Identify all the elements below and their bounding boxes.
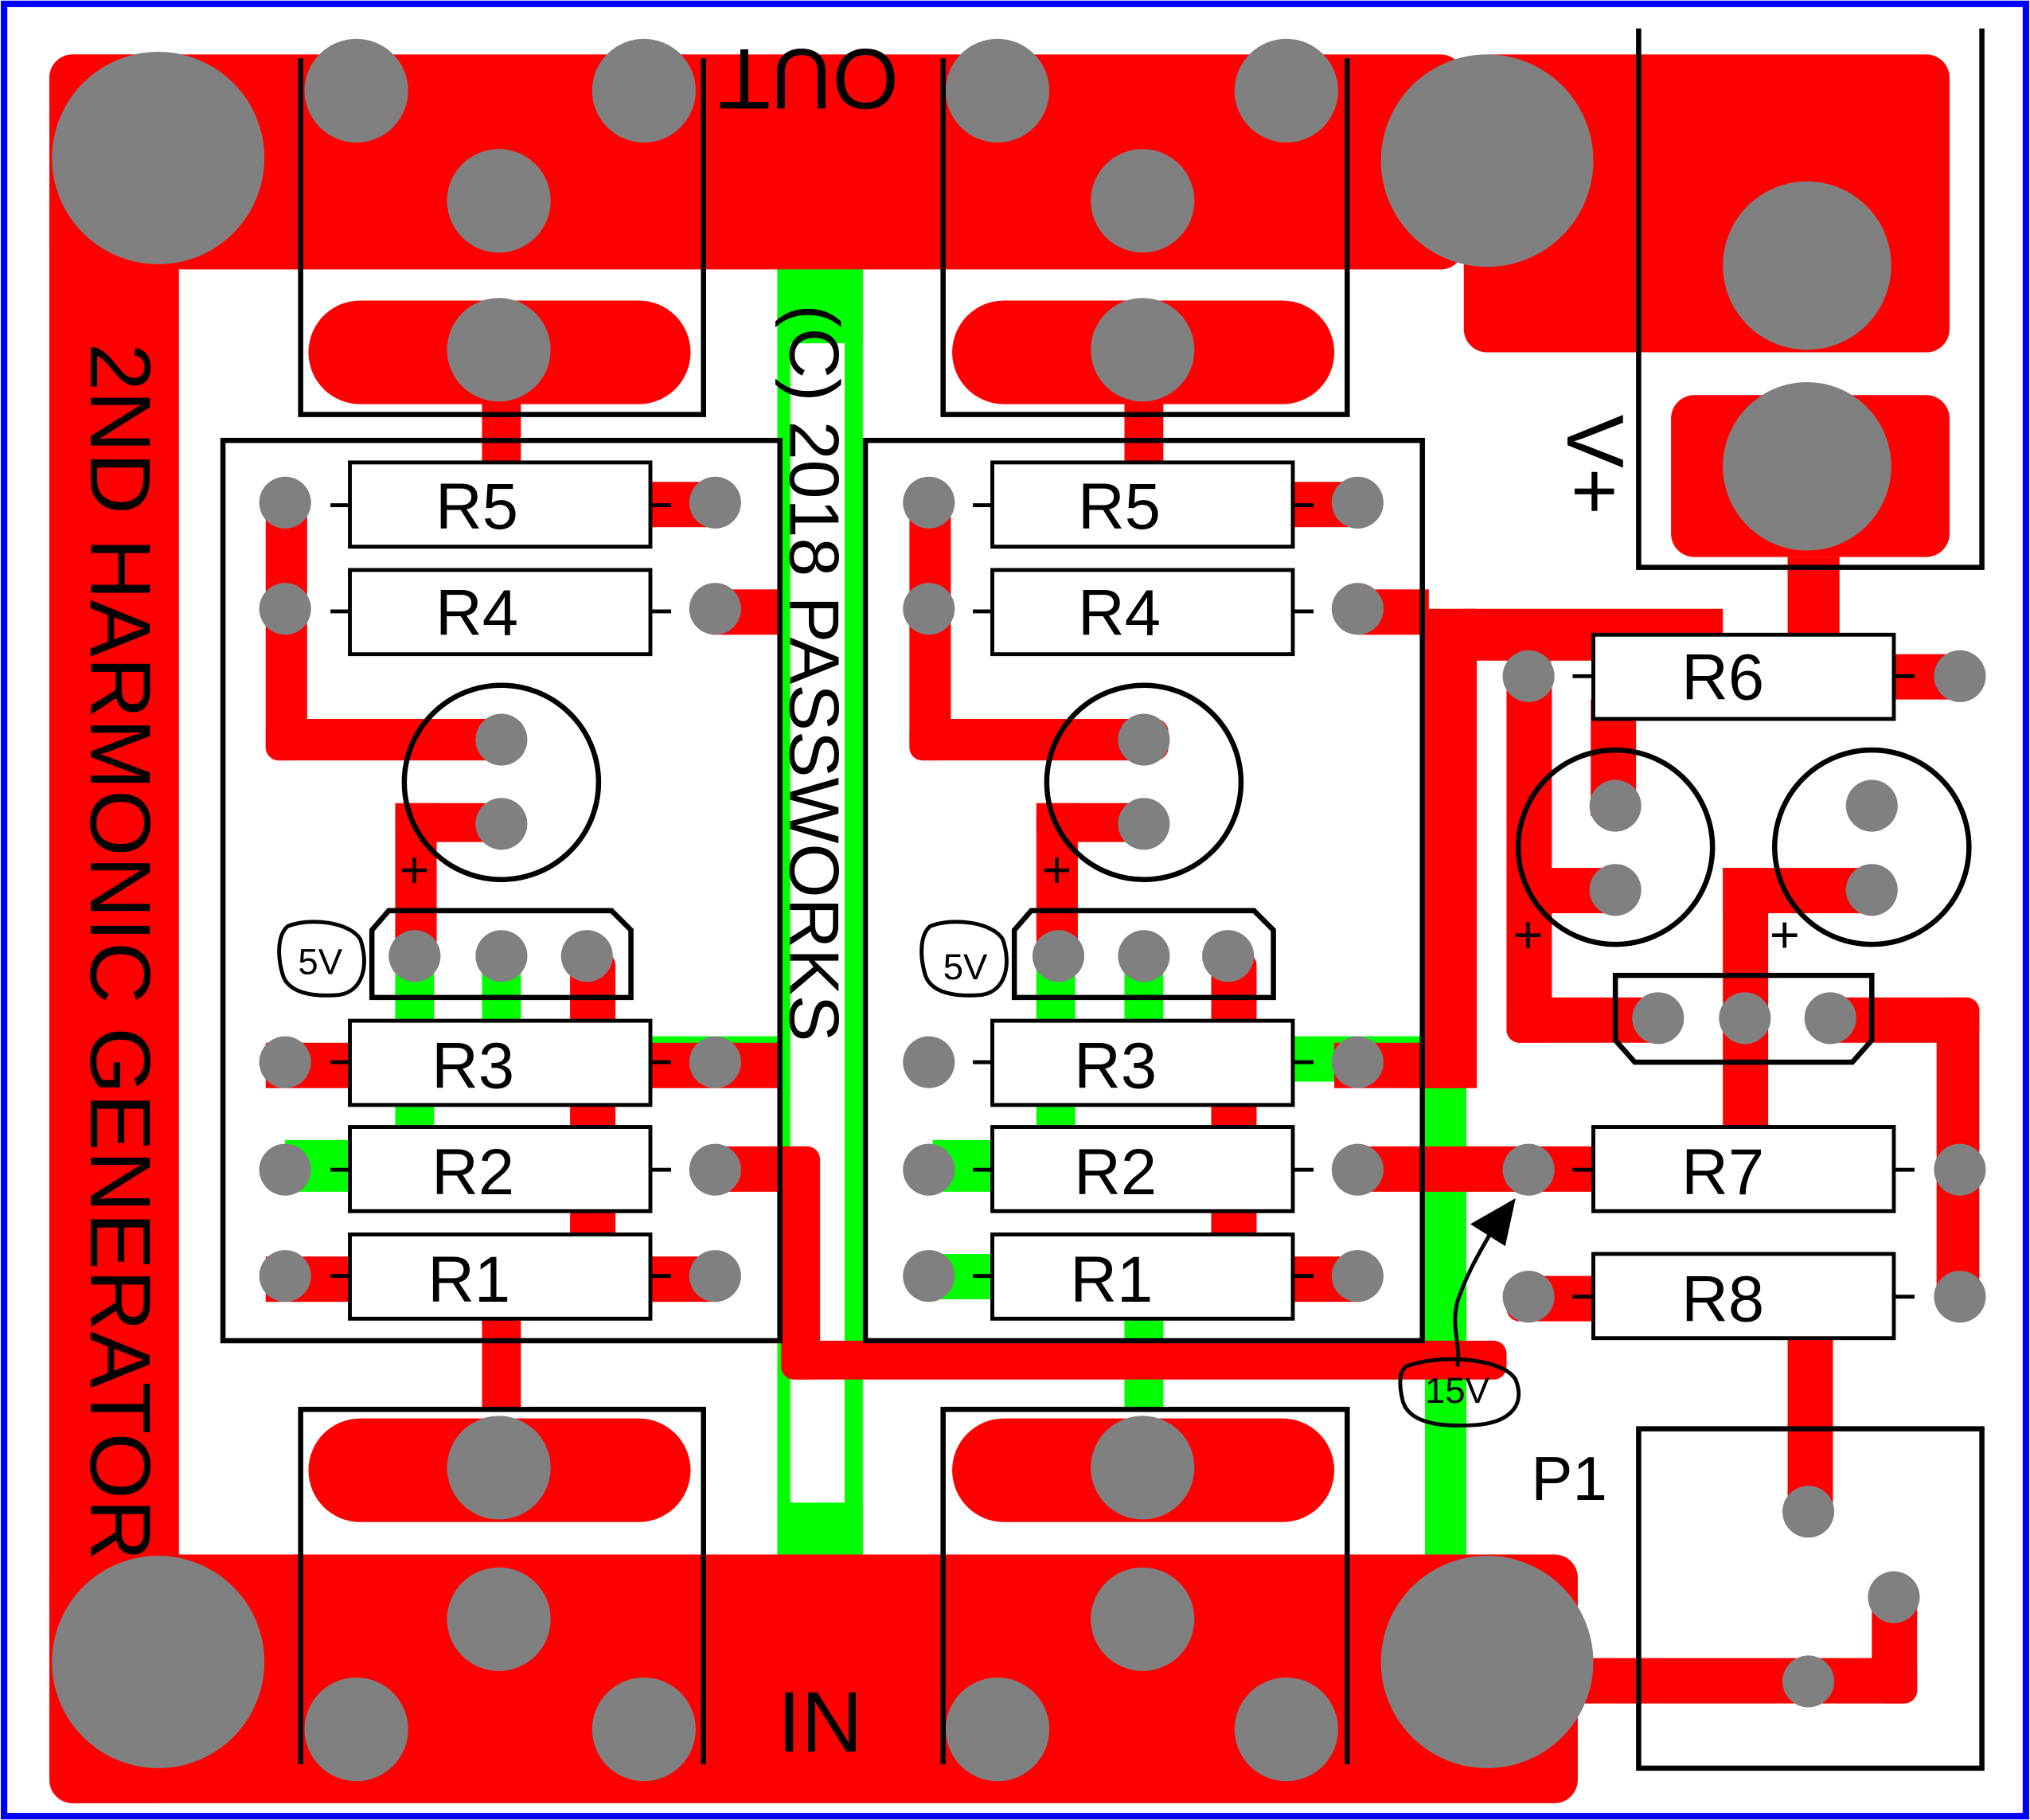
resistor-label-r2: R2 xyxy=(431,1136,514,1209)
pad-icon xyxy=(1380,1556,1594,1768)
resistor-label-r1: R1 xyxy=(427,1244,510,1316)
resistor-label-r1: R1 xyxy=(1070,1244,1153,1316)
capacitor-icon xyxy=(1515,747,1716,947)
resistor-leads xyxy=(330,503,1915,1299)
voltage-note-5v: 5V xyxy=(943,947,988,987)
resistor-label-r2: R2 xyxy=(1074,1136,1157,1209)
in-label: IN xyxy=(777,1674,862,1770)
resistor-label-r6: R6 xyxy=(1681,642,1764,714)
jack-icon xyxy=(298,58,706,417)
pot-label: P1 xyxy=(1531,1443,1607,1513)
jack-icon xyxy=(298,1406,706,1765)
silkscreen xyxy=(220,28,1985,1771)
pads xyxy=(52,38,1986,1782)
resistor-label-r3: R3 xyxy=(1074,1030,1157,1103)
capacitor-icon xyxy=(1044,682,1244,883)
resistor-label-r3: R3 xyxy=(431,1030,514,1103)
cap-polarity-mark: + xyxy=(1513,905,1544,963)
power-label: V+ xyxy=(1550,415,1639,515)
capacitor-icon xyxy=(401,682,602,883)
resistor-label-r5: R5 xyxy=(435,471,518,543)
copyright-text: (C) 2018 PASSWORKS xyxy=(775,304,854,1041)
capacitor-icon xyxy=(1772,747,1972,947)
cap-polarity-mark: + xyxy=(399,841,429,899)
arrow-icon xyxy=(1470,1198,1516,1247)
pad-icon xyxy=(1380,54,1594,268)
board-title: 2ND HARMONIC GENERATOR xyxy=(72,343,168,1560)
jack-icon xyxy=(940,1406,1350,1765)
capacitors xyxy=(401,682,1972,947)
pad-icon xyxy=(52,1556,265,1768)
cap-polarity-mark: + xyxy=(1041,841,1072,899)
transistor-icon xyxy=(369,908,634,1001)
resistor-bodies xyxy=(348,460,1896,1341)
voltage-note-15v: 15V xyxy=(1425,1370,1490,1411)
resistor-label-r8: R8 xyxy=(1681,1263,1764,1336)
transistor-icon xyxy=(1612,972,1875,1065)
out-label: OUT xyxy=(718,31,899,127)
resistor-label-r7: R7 xyxy=(1681,1136,1764,1209)
jack-icon xyxy=(1636,28,1985,570)
pad-icon xyxy=(52,52,265,264)
jack-icon xyxy=(940,58,1350,417)
voltage-note-5v: 5V xyxy=(298,942,342,982)
transistors xyxy=(369,908,1875,1065)
resistor-label-r4: R4 xyxy=(435,576,518,649)
transistor-icon xyxy=(1011,908,1276,1001)
resistor-label-r4: R4 xyxy=(1078,576,1161,649)
resistor-label-r5: R5 xyxy=(1078,471,1161,543)
cap-polarity-mark: + xyxy=(1770,905,1800,963)
pot-outline xyxy=(1636,1426,1985,1771)
